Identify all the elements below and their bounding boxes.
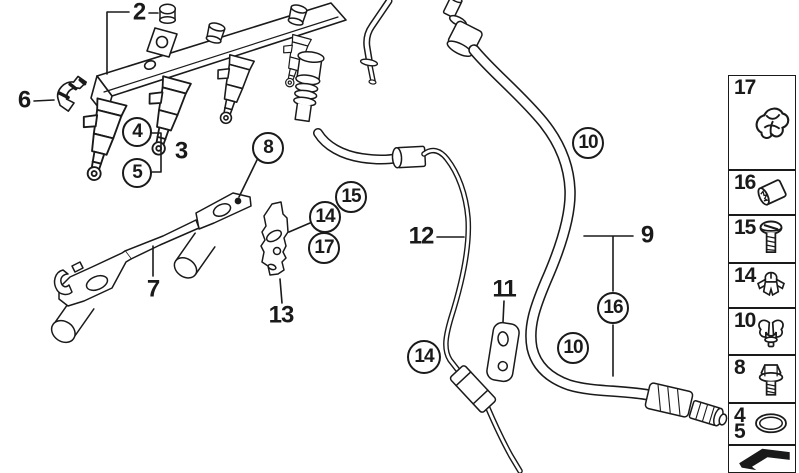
sidebar-cell-label: 8 — [734, 356, 746, 379]
fuel-rail — [90, 2, 347, 118]
callout-14-2[interactable]: 14 — [407, 340, 441, 374]
sidebar-cell-label: 15 — [734, 216, 756, 239]
callout-10[interactable]: 10 — [572, 127, 604, 159]
sidebar-cell-16[interactable]: 16 — [728, 170, 796, 215]
sidebar-cell-label: 10 — [734, 309, 756, 332]
sidebar-cell-14[interactable]: 14 — [728, 263, 796, 308]
callout-12[interactable]: 12 — [408, 222, 435, 250]
injector-1 — [68, 95, 128, 185]
sidebar-cell-17[interactable]: 17 — [728, 75, 796, 170]
screw-icon — [748, 218, 794, 260]
return-pipe-sleeve — [449, 365, 497, 413]
callout-16[interactable]: 16 — [597, 292, 629, 324]
leader-lines — [33, 11, 634, 377]
sidebar-cell-label: 5 — [734, 420, 746, 443]
callout-4[interactable]: 4 — [122, 117, 152, 147]
fuel-hose-end-fitting — [644, 382, 728, 427]
feed-hose — [313, 128, 402, 165]
sidebar-cell-label: 16 — [734, 171, 756, 194]
sidebar-cell-15[interactable]: 15 — [728, 215, 796, 263]
callout-5[interactable]: 5 — [122, 158, 152, 188]
callout-10-2[interactable]: 10 — [557, 332, 589, 364]
bracket-13 — [260, 201, 289, 276]
sidebar-cell-8[interactable]: 8 — [728, 355, 796, 403]
flange-bolt-icon — [748, 358, 794, 400]
return-pipe-12 — [421, 147, 523, 473]
callout-9[interactable]: 9 — [640, 221, 654, 249]
callout-17[interactable]: 17 — [308, 232, 340, 264]
callout-6[interactable]: 6 — [17, 86, 31, 114]
sleeve-icon — [748, 173, 794, 212]
callout-11[interactable]: 11 — [492, 275, 516, 303]
rail-feed-connector — [293, 50, 325, 123]
holder-clip-icon — [748, 311, 794, 352]
sidebar-cell-label: 14 — [734, 264, 756, 287]
callout-14[interactable]: 14 — [309, 201, 341, 233]
sidebar-cell-10[interactable]: 10 — [728, 308, 796, 355]
holder-plate-11 — [486, 321, 520, 383]
o-ring-icon — [748, 406, 794, 442]
expanding-clip-icon — [748, 266, 794, 305]
vent-pipe — [359, 0, 393, 85]
sidebar-cell-nav[interactable] — [728, 445, 796, 473]
callout-7[interactable]: 7 — [146, 275, 160, 303]
rail-end-cap — [158, 3, 177, 24]
feed-hose-sleeve — [391, 145, 427, 169]
callout-3[interactable]: 3 — [174, 137, 188, 165]
bracket-7 — [50, 192, 252, 344]
spring-clip-icon — [748, 89, 794, 157]
callout-13[interactable]: 13 — [268, 301, 295, 329]
callout-15[interactable]: 15 — [335, 181, 367, 213]
fuel-hose-9-10 — [468, 44, 655, 401]
nav-arrow-icon — [734, 447, 794, 471]
sidebar-cell-label: 17 — [734, 76, 756, 99]
retaining-clip-6 — [56, 75, 88, 112]
callout-8[interactable]: 8 — [252, 132, 284, 164]
callout-2[interactable]: 2 — [132, 0, 146, 26]
sidebar-cell-label: 4 — [734, 404, 746, 427]
